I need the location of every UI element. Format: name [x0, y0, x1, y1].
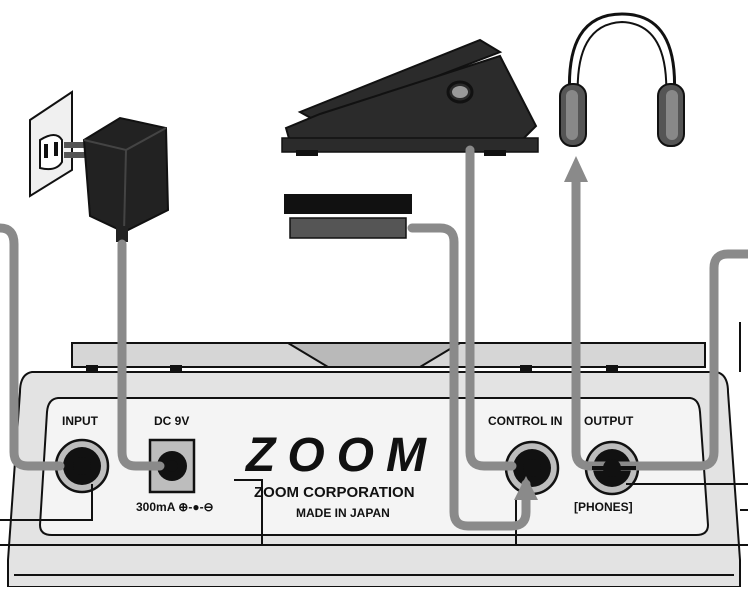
- unit-foot: [606, 365, 618, 371]
- cable-headphones-output: [571, 165, 617, 471]
- brand-logo-text: ZOOM: [246, 429, 438, 482]
- phones-label: [PHONES]: [574, 500, 633, 514]
- arrow-to-headphones: [564, 156, 588, 182]
- leader-lines: [0, 322, 748, 546]
- polarity-symbol: ⊕-●-⊖: [178, 500, 214, 514]
- cable-output-amp: [607, 249, 748, 471]
- cables: [0, 145, 748, 531]
- footswitch-icon: [284, 194, 412, 239]
- headphones-icon: [559, 12, 685, 147]
- plug-control-in: [523, 459, 541, 477]
- plug-input: [73, 457, 91, 475]
- cable-footswitch-control: [407, 223, 531, 531]
- unit-foot: [170, 365, 182, 371]
- unit-foot: [520, 365, 532, 371]
- brand-logo: ZOOM: [222, 429, 462, 482]
- corporation-label: ZOOM CORPORATION: [254, 484, 415, 501]
- power-spec: 300mA ⊕-●-⊖: [136, 500, 214, 514]
- output-label: OUTPUT: [584, 414, 634, 428]
- power-spec-text: 300mA: [136, 500, 175, 514]
- control-in-label: CONTROL IN: [488, 414, 563, 428]
- cable-pedal-control: [465, 145, 517, 471]
- effects-unit: [7, 342, 741, 588]
- plug-dc: [166, 460, 178, 472]
- cable-guitar-input: [0, 223, 65, 471]
- cable-adapter-dc: [117, 239, 165, 471]
- made-in-label: MADE IN JAPAN: [296, 506, 390, 520]
- unit-foot: [86, 365, 98, 371]
- dc-label: DC 9V: [154, 414, 190, 428]
- unit-top-notch: [284, 342, 464, 368]
- ac-adapter-icon: [64, 116, 170, 242]
- unit-face: [38, 397, 710, 536]
- arrow-to-control-in: [514, 476, 538, 500]
- wall-outlet-icon: [29, 90, 73, 198]
- expression-pedal-icon: [281, 38, 539, 156]
- input-label: INPUT: [62, 414, 98, 428]
